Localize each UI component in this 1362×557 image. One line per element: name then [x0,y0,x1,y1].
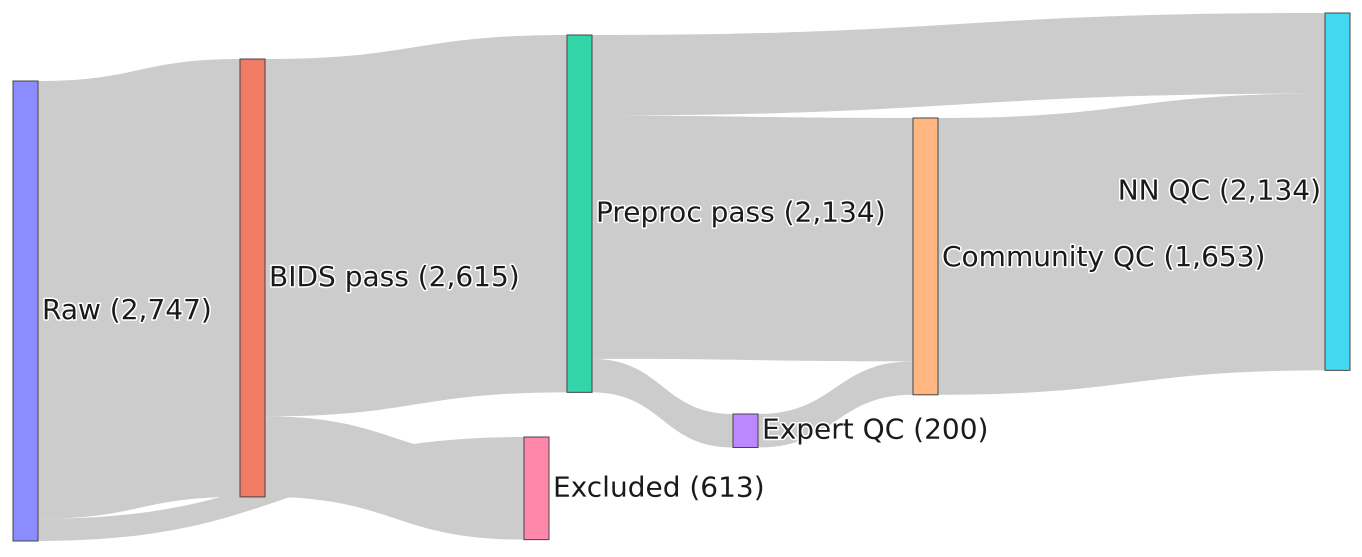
link-bids-to-preproc[interactable] [265,35,567,417]
node-bids-bar[interactable] [239,58,266,498]
node-expert-bar[interactable] [732,413,759,448]
node-raw-label: Raw (2,747) [42,293,212,326]
node-expert-label: Expert QC (200) [762,413,988,446]
node-preproc-bar[interactable] [566,34,593,393]
link-preproc-to-community[interactable] [592,115,913,362]
node-nn[interactable]: NN QC (2,134) [1116,12,1351,371]
link-community-to-nn[interactable] [938,93,1325,395]
node-community[interactable]: Community QC (1,653) [912,117,1267,396]
node-expert[interactable]: Expert QC (200) [732,411,990,448]
node-preproc-label: Preproc pass (2,134) [596,196,886,229]
link-preproc-to-expert[interactable] [592,358,733,448]
link-bids-to-excluded[interactable] [265,416,524,540]
node-bids-label: BIDS pass (2,615) [269,260,520,293]
link-raw-to-bids[interactable] [38,59,240,519]
node-raw[interactable]: Raw (2,747) [12,80,213,542]
node-excluded-bar[interactable] [523,436,550,541]
node-nn-label: NN QC (2,134) [1118,174,1321,207]
node-excluded-label: Excluded (613) [553,470,765,503]
link-expert-to-community[interactable] [758,361,913,448]
node-excluded[interactable]: Excluded (613) [523,436,766,541]
node-preproc[interactable]: Preproc pass (2,134) [566,34,887,393]
link-preproc-to-nn[interactable] [592,13,1325,116]
node-bids[interactable]: BIDS pass (2,615) [239,58,521,498]
nodes-layer: Raw (2,747) BIDS pass (2,615) Excluded (61… [12,12,1351,542]
node-raw-bar[interactable] [12,80,39,542]
node-community-label: Community QC (1,653) [942,240,1265,273]
links-layer [38,13,1325,541]
node-nn-bar[interactable] [1324,12,1351,371]
node-community-bar[interactable] [912,117,939,396]
